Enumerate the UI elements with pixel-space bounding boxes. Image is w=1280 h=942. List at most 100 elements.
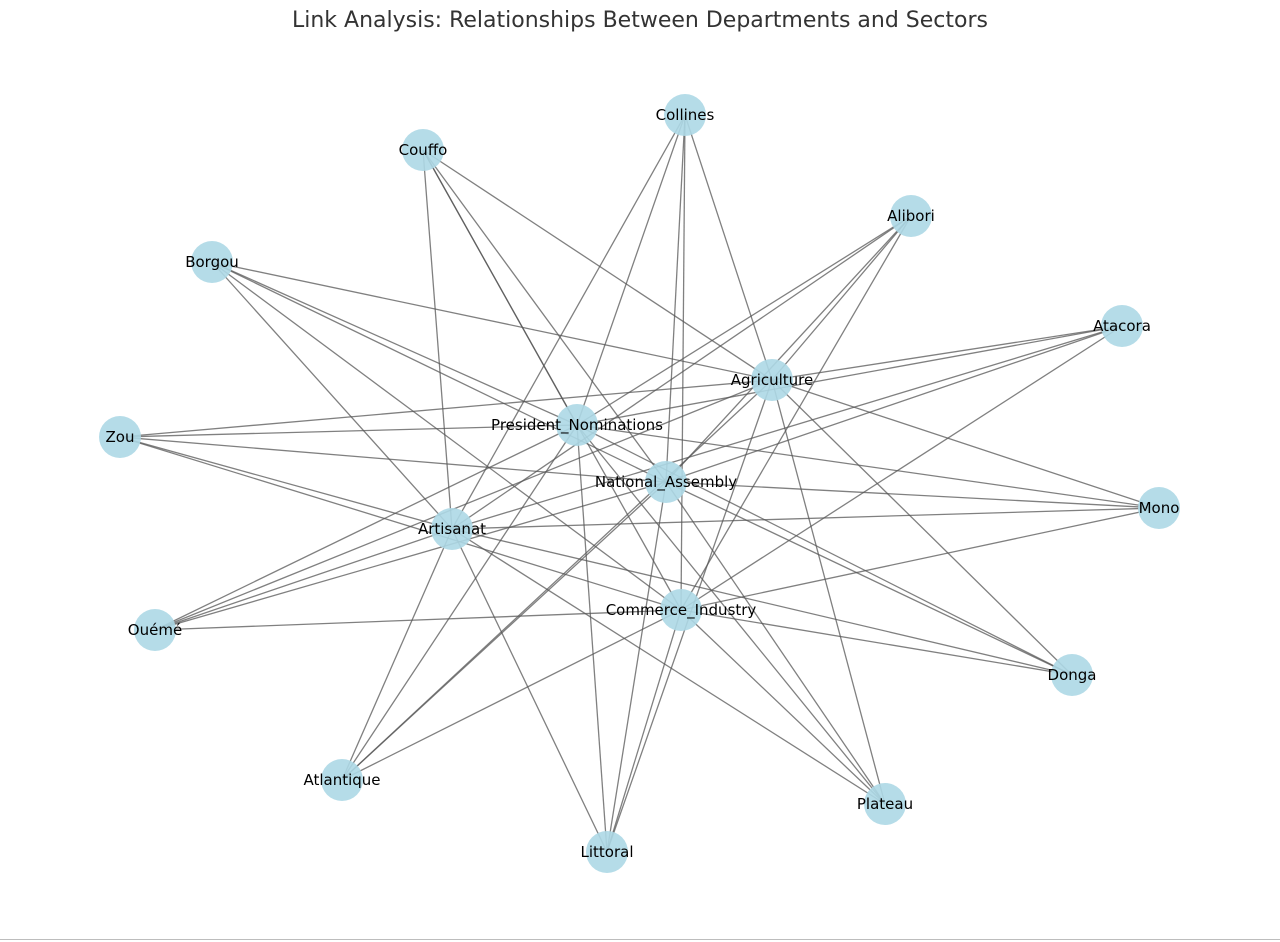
node-label: Mono	[1139, 499, 1180, 517]
edge-oueme-commerce-industry	[154, 609, 682, 631]
node-commerce-industry: Commerce_Industry	[606, 589, 757, 631]
edge-littoral-commerce-industry	[606, 609, 682, 853]
edge-collines-artisanat	[451, 114, 686, 530]
edge-borgou-president-nominations	[211, 261, 578, 426]
node-circle	[99, 416, 141, 458]
edge-zou-commerce-industry	[119, 436, 682, 611]
edge-collines-president-nominations	[576, 114, 686, 426]
edge-borgou-commerce-industry	[211, 261, 682, 611]
node-circle	[134, 609, 176, 651]
node-label: Atlantique	[303, 771, 380, 789]
graph-title: Link Analysis: Relationships Between Dep…	[291, 8, 988, 33]
node-littoral: Littoral	[581, 831, 634, 873]
edge-mono-commerce-industry	[680, 507, 1160, 611]
edge-alibori-agriculture	[771, 215, 912, 381]
node-label: Commerce_Industry	[606, 601, 757, 620]
edge-alibori-president-nominations	[576, 215, 912, 426]
node-label: Littoral	[581, 843, 634, 861]
node-mono: Mono	[1138, 487, 1180, 529]
node-president-nominations: President_Nominations	[491, 404, 663, 446]
node-circle	[402, 129, 444, 171]
node-atlantique: Atlantique	[303, 759, 381, 801]
node-collines: Collines	[656, 94, 715, 136]
edge-couffo-agriculture	[422, 149, 773, 381]
node-atacora: Atacora	[1093, 305, 1151, 347]
edge-plateau-agriculture	[771, 379, 886, 805]
edge-oueme-agriculture	[154, 379, 773, 631]
edge-atlantique-president-nominations	[341, 424, 578, 781]
edge-alibori-national-assembly	[665, 215, 912, 483]
node-national-assembly: National_Assembly	[595, 461, 737, 503]
node-label: Plateau	[857, 795, 913, 813]
node-circle	[864, 783, 906, 825]
edge-zou-president-nominations	[119, 424, 578, 438]
edge-mono-president-nominations	[576, 424, 1160, 509]
edge-plateau-commerce-industry	[680, 609, 886, 805]
edge-collines-national-assembly	[665, 114, 686, 483]
node-circle	[751, 359, 793, 401]
edge-littoral-president-nominations	[576, 424, 608, 853]
edge-couffo-artisanat	[422, 149, 453, 530]
edge-collines-commerce-industry	[680, 114, 686, 611]
edge-atlantique-national-assembly	[341, 481, 667, 781]
node-circle	[890, 195, 932, 237]
node-circle	[664, 94, 706, 136]
node-circle	[1101, 305, 1143, 347]
nodes-layer: CollinesCouffoAliboriBorgouAtacoraAgricu…	[99, 94, 1180, 873]
node-artisanat: Artisanat	[418, 508, 486, 550]
edge-mono-national-assembly	[665, 481, 1160, 509]
node-circle	[586, 831, 628, 873]
node-circle	[645, 461, 687, 503]
node-label: Couffo	[399, 141, 448, 159]
edge-plateau-national-assembly	[665, 481, 886, 805]
edge-atlantique-artisanat	[341, 528, 453, 781]
node-label: Atacora	[1093, 317, 1151, 335]
node-agriculture: Agriculture	[731, 359, 814, 401]
node-alibori: Alibori	[887, 195, 935, 237]
node-donga: Donga	[1048, 654, 1097, 696]
edge-littoral-national-assembly	[606, 481, 667, 853]
edge-donga-president-nominations	[576, 424, 1073, 676]
edge-mono-artisanat	[451, 507, 1160, 530]
node-couffo: Couffo	[399, 129, 448, 171]
node-circle	[660, 589, 702, 631]
edge-atacora-artisanat	[451, 325, 1123, 530]
edge-oueme-national-assembly	[154, 481, 667, 631]
node-circle	[1138, 487, 1180, 529]
node-circle	[321, 759, 363, 801]
edge-oueme-president-nominations	[154, 424, 578, 631]
edge-couffo-commerce-industry	[422, 149, 682, 611]
figure-bottom-border	[0, 939, 1280, 940]
node-label: Agriculture	[731, 371, 814, 389]
node-label: Donga	[1048, 666, 1097, 684]
node-circle	[191, 241, 233, 283]
edge-alibori-artisanat	[451, 215, 912, 530]
node-oueme: Ouémé	[128, 609, 182, 651]
edge-plateau-president-nominations	[576, 424, 886, 805]
node-label: Alibori	[887, 207, 935, 225]
node-zou: Zou	[99, 416, 141, 458]
edge-atacora-national-assembly	[665, 325, 1123, 483]
node-borgou: Borgou	[185, 241, 239, 283]
edge-borgou-agriculture	[211, 261, 773, 381]
edge-donga-national-assembly	[665, 481, 1073, 676]
edge-atacora-president-nominations	[576, 325, 1123, 426]
edge-borgou-national-assembly	[211, 261, 667, 483]
edge-zou-artisanat	[119, 436, 453, 530]
edge-collines-agriculture	[684, 114, 773, 381]
edge-zou-national-assembly	[119, 436, 667, 483]
edge-atacora-commerce-industry	[680, 325, 1123, 611]
edge-donga-commerce-industry	[680, 609, 1073, 676]
node-label: President_Nominations	[491, 416, 663, 435]
node-label: Zou	[106, 428, 135, 446]
edges-layer	[119, 114, 1160, 853]
edge-oueme-artisanat	[154, 528, 453, 631]
edge-donga-agriculture	[771, 379, 1073, 676]
edge-donga-artisanat	[451, 528, 1073, 676]
edge-zou-agriculture	[119, 379, 773, 438]
edge-atacora-agriculture	[771, 325, 1123, 381]
edge-borgou-artisanat	[211, 261, 453, 530]
node-label: National_Assembly	[595, 473, 737, 492]
edge-plateau-artisanat	[451, 528, 886, 805]
